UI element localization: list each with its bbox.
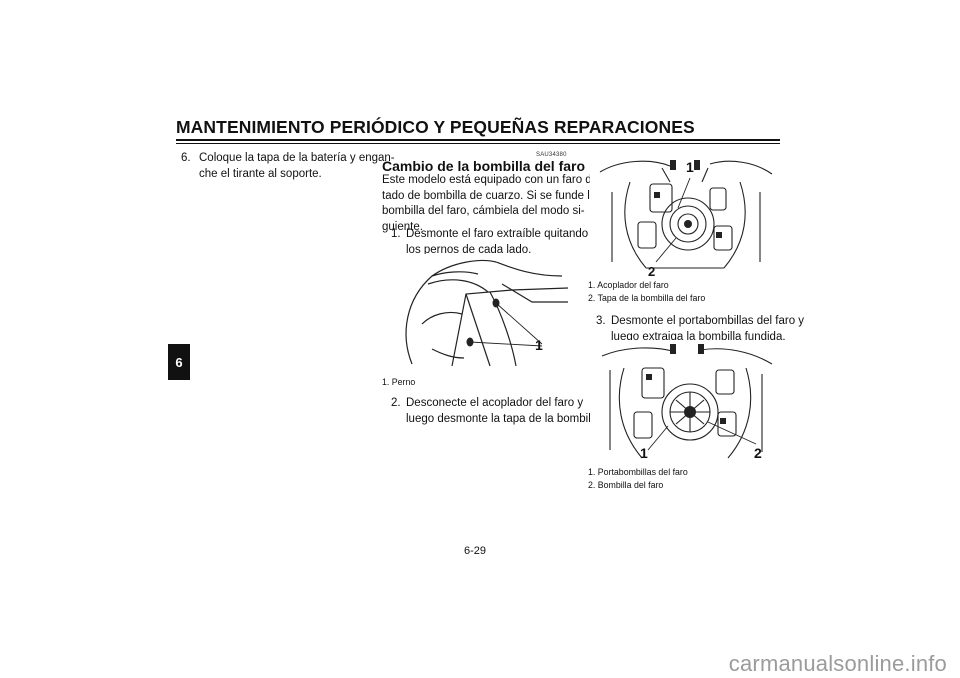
intro-paragraph: Este modelo está equipado con un faro do… [382,173,602,235]
intro-line: Este modelo está equipado con un faro do… [382,174,602,186]
step-number: 3. [596,315,606,327]
step-text-line: che el tirante al soporte. [199,167,322,180]
step-text-line: los pernos de cada lado. [406,243,532,256]
step-text-line: luego desmonte la tapa de la bombilla. [406,412,603,425]
section-title: Cambio de la bombilla del faro [382,158,586,174]
figure-caption: 1. Perno [382,377,416,387]
callout-2: 2 [754,445,762,461]
figure-headlight-coupler: 1 2 [590,152,778,280]
page-title: MANTENIMIENTO PERIÓDICO Y PEQUEÑAS REPAR… [176,117,695,137]
header-rule-thin [176,143,780,144]
step-text-line: Coloque la tapa de la batería y engan- [199,152,395,164]
figure-caption: 1. Portabombillas del faro [588,467,688,477]
step-text-line: luego extraiga la bombilla fundida. [611,330,786,343]
step-text-line: Desmonte el faro extraíble quitando [406,228,589,240]
intro-line: bombilla del faro, cámbiela del modo si- [382,205,585,217]
step-1: 1. Desmonte el faro extraíble quitando l… [391,227,588,259]
figure-caption: 2. Tapa de la bombilla del faro [588,293,706,303]
watermark[interactable]: carmanualsonline.info [728,651,947,676]
page-number: 6-29 [464,545,487,557]
step-number: 2. [391,397,401,409]
header-rule [176,139,780,141]
callout-1: 1 [686,159,694,175]
step-6: 6. Coloque la tapa de la batería y engan… [181,151,395,183]
callout-1: 1 [640,445,648,461]
step-number: 6. [181,152,191,164]
chapter-tab: 6 [168,344,190,380]
figure-bulb-holder: 1 2 [590,340,778,464]
step-3: 3. Desmonte el portabombillas del faro y… [596,314,804,346]
intro-line: guiente. [382,220,423,233]
callout-1: 1 [535,337,543,353]
step-text-line: Desmonte el portabombillas del faro y [611,315,805,327]
figure-caption: 1. Acoplador del faro [588,280,669,290]
step-number: 1. [391,228,401,240]
figure-headlight-bolt: 1 [392,254,572,372]
callout-2: 2 [648,264,655,279]
intro-line: tado de bombilla de cuarzo. Si se funde … [382,189,597,202]
step-2: 2. Desconecte el acoplador del faro y lu… [391,396,603,428]
step-text-line: Desconecte el acoplador del faro y [406,397,584,409]
section-code: SAU34380 [536,152,567,158]
figure-caption: 2. Bombilla del faro [588,480,664,490]
